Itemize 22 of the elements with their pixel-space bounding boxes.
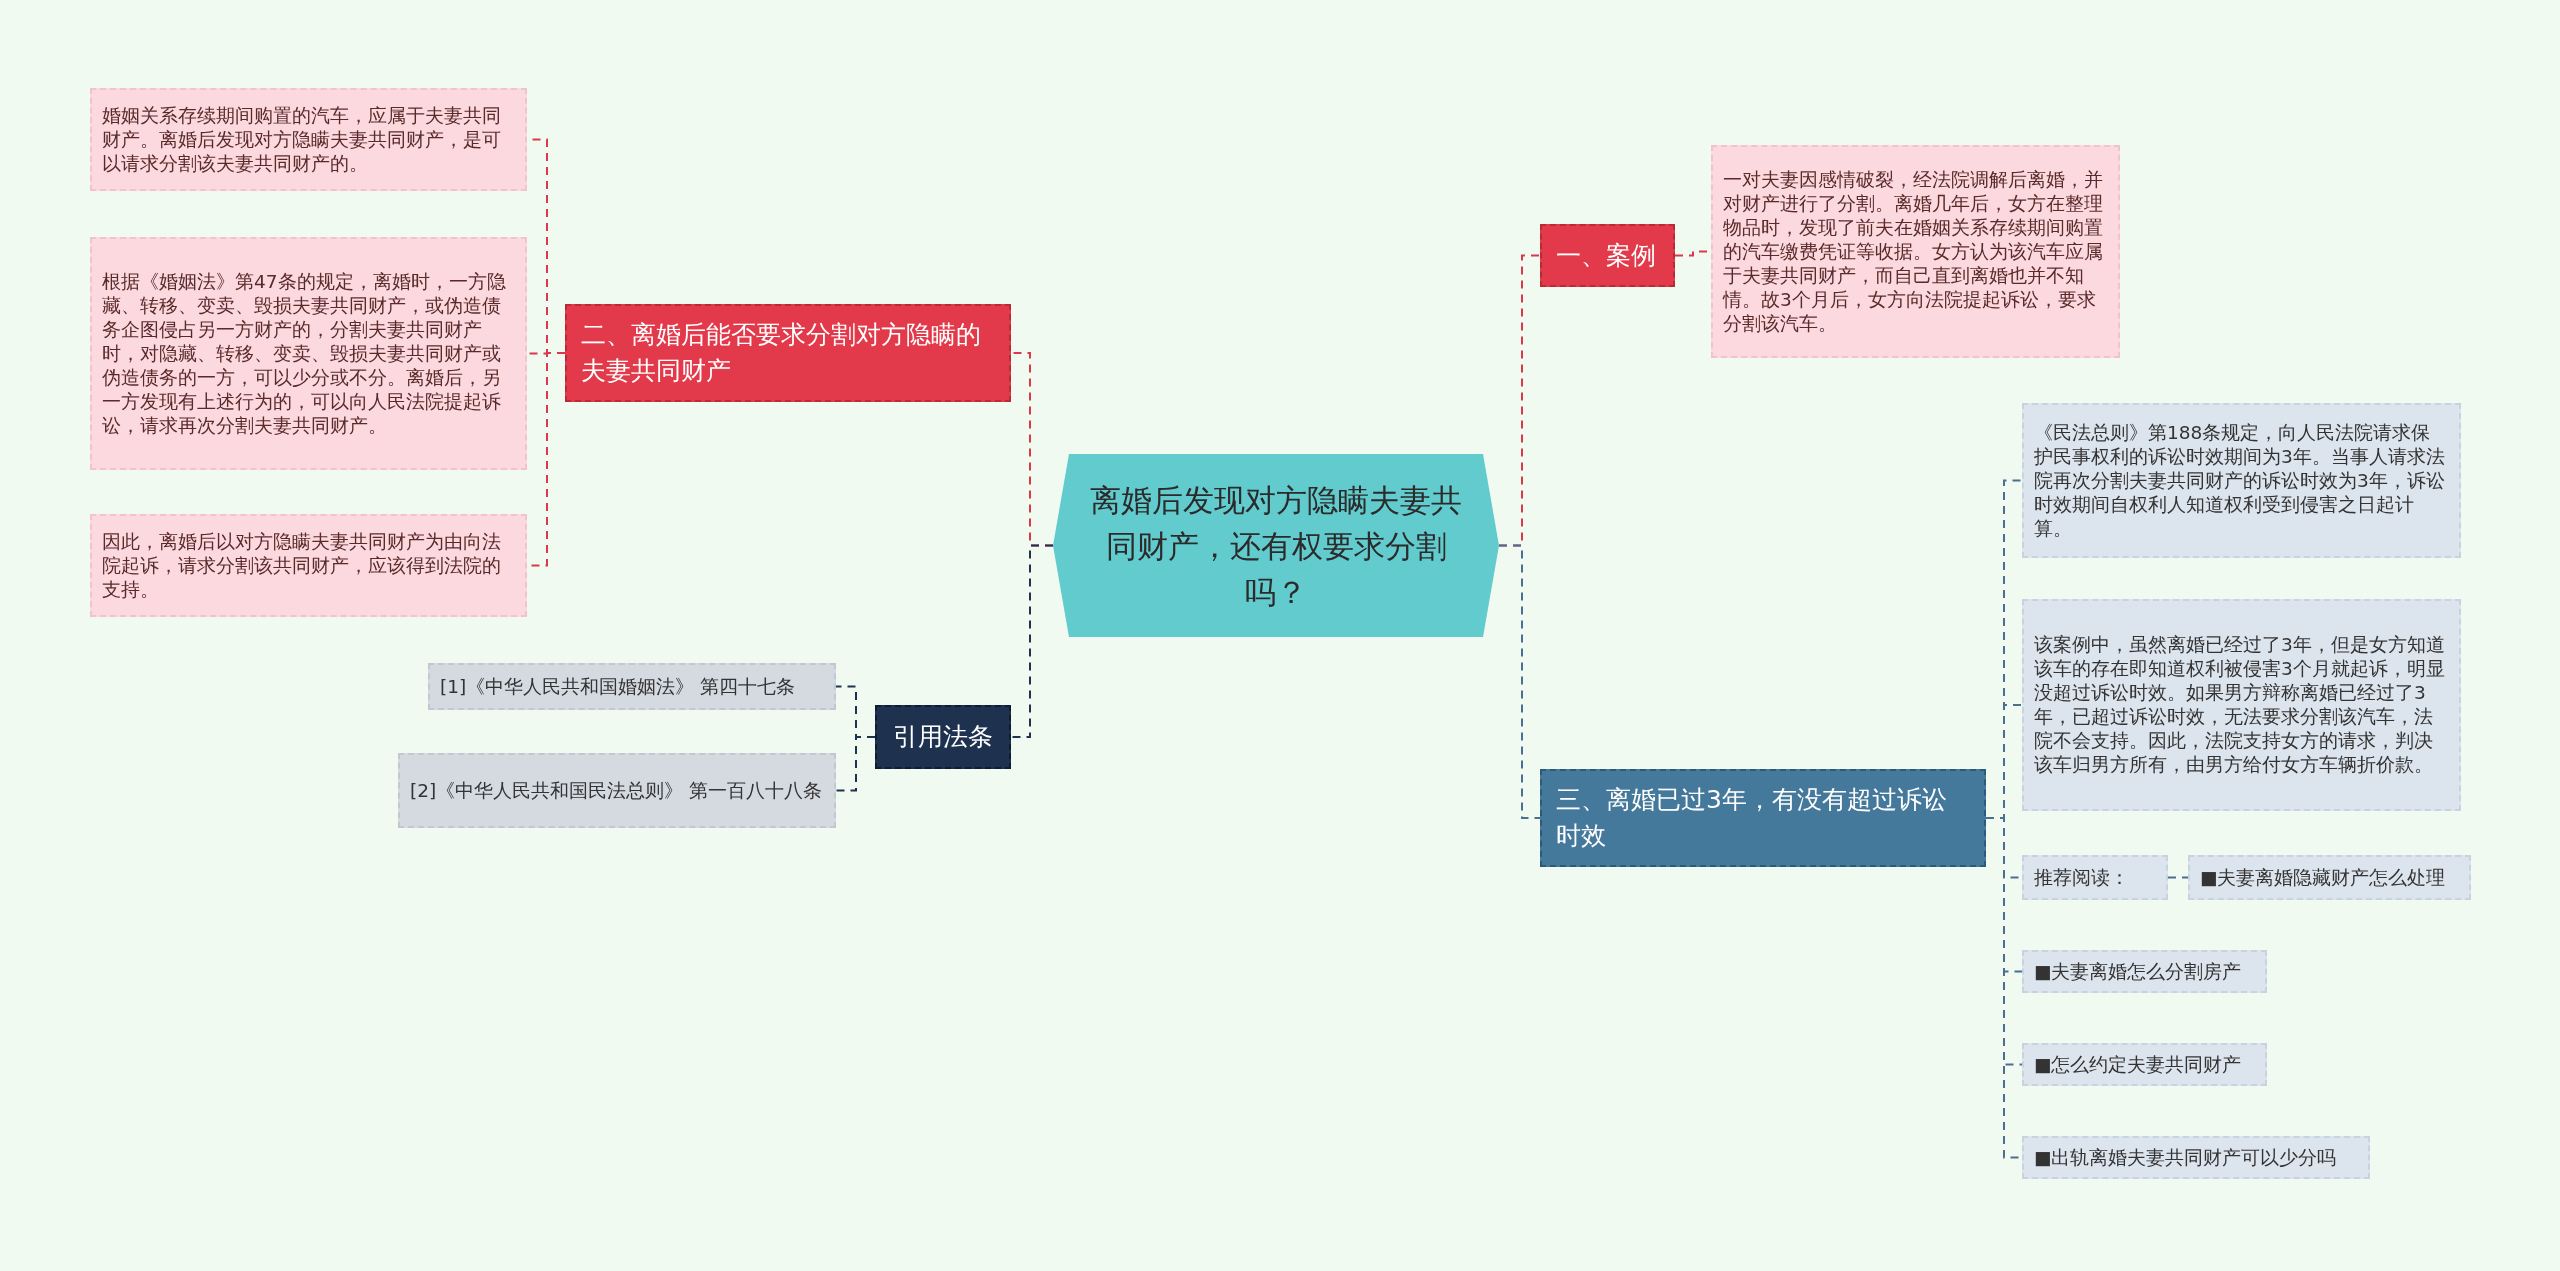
connector	[1498, 544, 1541, 819]
reference-box: [2]《中华人民共和国民法总则》 第一百八十八条	[398, 753, 836, 828]
text-box: 因此，离婚后以对方隐瞒夫妻共同财产为由向法院起诉，请求分割该共同财产，应该得到法院的支持。	[90, 514, 527, 617]
text-box: 该案例中，虽然离婚已经过了3年，但是女方知道该车的存在即知道权利被侵害3个月就起诉，明显没超过诉讼时效。如果男方辩称离婚已经过了3年，已超过诉讼时效，无法要求分割该汽车，法院不会支持。因此，法院支持女方的请求，判决该车归男方所有，由男方给付女方车辆折价款。	[2022, 599, 2461, 811]
text-box: 推荐阅读：	[2022, 855, 2168, 900]
text-box: ■夫妻离婚怎么分割房产	[2022, 950, 2267, 993]
text-box: 《民法总则》第188条规定，向人民法院请求保护民事权利的诉讼时效期间为3年。当事人请求法院再次分割夫妻共同财产的诉讼时效为3年，诉讼时效期间自权利人知道权利受到侵害之日起计算。	[2022, 403, 2461, 558]
branch-box: 引用法条	[875, 705, 1011, 769]
text-box: 婚姻关系存续期间购置的汽车，应属于夫妻共同财产。离婚后发现对方隐瞒夫妻共同财产，是可以请求分割该夫妻共同财产的。	[90, 88, 527, 191]
reference-box: [1]《中华人民共和国婚姻法》 第四十七条	[428, 663, 836, 710]
branch-box: 一、案例	[1540, 224, 1675, 287]
text-box: ■出轨离婚夫妻共同财产可以少分吗	[2022, 1136, 2370, 1179]
text-box: 根据《婚姻法》第47条的规定，离婚时，一方隐藏、转移、变卖、毁损夫妻共同财产，或伪造债务企图侵占另一方财产的，分割夫妻共同财产时，对隐藏、转移、变卖、毁损夫妻共同财产或伪造债务的一方，可以少分或不分。离婚后，另一方发现有上述行为的，可以向人民法院提起诉讼，请求再次分割夫妻共同财产。	[90, 237, 527, 470]
connector	[2167, 876, 2189, 879]
branch-box: 二、离婚后能否要求分割对方隐瞒的夫妻共同财产	[565, 304, 1011, 402]
text-box: ■怎么约定夫妻共同财产	[2022, 1043, 2267, 1086]
connector	[835, 736, 876, 792]
text-box: 一对夫妻因感情破裂，经法院调解后离婚，并对财产进行了分割。离婚几年后，女方在整理物品时，发现了前夫在婚姻关系存续期间购置的汽车缴费凭证等收据。女方认为该汽车应属于夫妻共同财产，而自己直到离婚也并不知情。故3个月后，女方向法院提起诉讼，要求分割该汽车。	[1711, 145, 2120, 358]
connector	[1010, 544, 1054, 738]
text-box: ■夫妻离婚隐藏财产怎么处理	[2188, 855, 2471, 900]
branch-box: 三、离婚已过3年，有没有超过诉讼时效	[1540, 769, 1986, 867]
central-topic: 离婚后发现对方隐瞒夫妻共同财产，还有权要求分割吗？	[1053, 454, 1499, 637]
